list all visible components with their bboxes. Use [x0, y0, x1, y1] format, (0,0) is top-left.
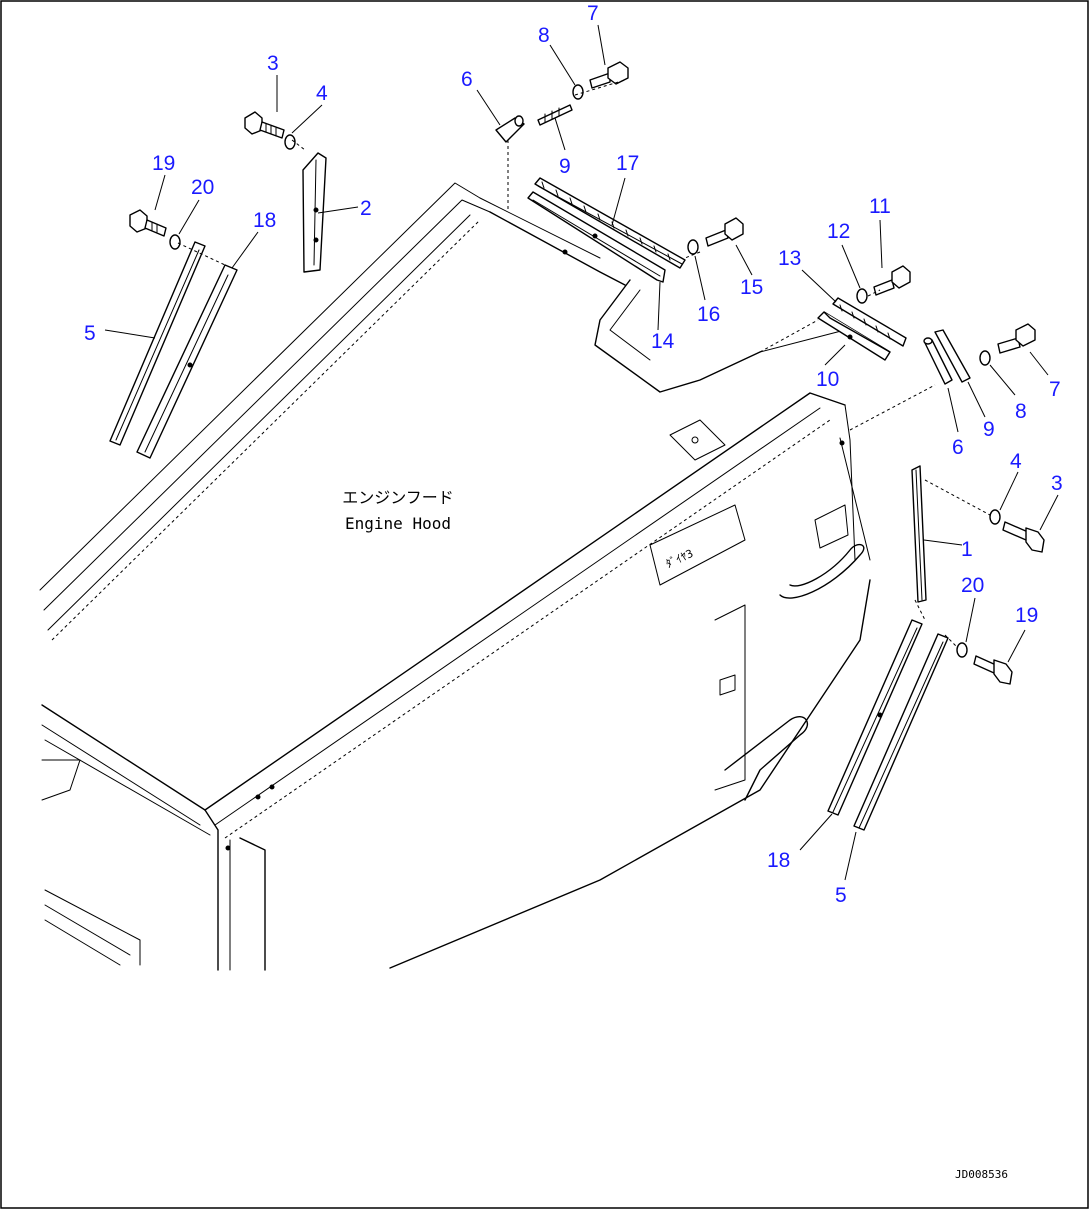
- drawing-code: JD008536: [955, 1168, 1008, 1181]
- part-12-washer: [856, 288, 868, 304]
- hood-label-en: Engine Hood: [345, 514, 451, 533]
- callout-20-right: 20: [961, 574, 984, 597]
- svg-text:ﾀﾞｲﾔ3: ﾀﾞｲﾔ3: [664, 547, 695, 571]
- part-2-plate: [302, 152, 327, 273]
- callout-labels: 7 8 6 9 17 3 4 2 19 20 18 5 11 12 13 15 …: [84, 2, 1063, 907]
- part-20-washer-left: [169, 234, 181, 250]
- engine-hood-body: ﾀﾞｲﾔ3: [39, 182, 871, 971]
- callout-9: 9: [559, 155, 571, 178]
- part-5-strip-left: [109, 241, 206, 446]
- part-6-sleeve-right: [923, 337, 953, 385]
- part-9-pin-right: [934, 329, 971, 383]
- callout-1: 1: [961, 538, 973, 561]
- callout-7-right: 7: [1049, 378, 1061, 401]
- callout-10: 10: [816, 368, 839, 391]
- callout-5: 5: [84, 322, 96, 345]
- part-4-washer-right: [989, 509, 1001, 525]
- callout-6: 6: [461, 68, 473, 91]
- callout-12: 12: [827, 220, 850, 243]
- callout-8: 8: [538, 24, 550, 47]
- part-19-bolt-left: [129, 209, 167, 237]
- callout-16: 16: [697, 303, 720, 326]
- part-8-washer-right: [979, 350, 991, 366]
- part-3-bolt-right: [1002, 521, 1045, 553]
- part-6-sleeve-top: [495, 115, 525, 143]
- leader-lines: [104, 24, 1059, 881]
- part-7-bolt-right: [997, 323, 1036, 354]
- callout-14: 14: [651, 330, 675, 353]
- callout-6-right: 6: [952, 436, 964, 459]
- part-14-channel: [527, 191, 666, 283]
- hood-label-jp: エンジンフード: [342, 488, 454, 507]
- callout-19-right: 19: [1015, 604, 1038, 627]
- part-1-plate: [911, 465, 927, 603]
- callout-20: 20: [191, 176, 214, 199]
- callout-8-right: 8: [1015, 400, 1027, 423]
- callout-19: 19: [152, 152, 175, 175]
- part-20-washer-right: [956, 642, 968, 658]
- callout-2: 2: [360, 197, 372, 220]
- part-15-bolt: [705, 217, 744, 247]
- part-7-bolt-top: [589, 61, 629, 89]
- callout-3-right: 3: [1051, 472, 1063, 495]
- part-16-washer: [687, 239, 699, 255]
- part-19-bolt-right: [973, 655, 1013, 685]
- callout-7: 7: [587, 2, 599, 25]
- callout-3: 3: [267, 52, 279, 75]
- part-11-bolt: [873, 265, 911, 296]
- part-18-strip-left: [136, 264, 238, 459]
- callout-18: 18: [253, 209, 276, 232]
- part-13-rail: [832, 297, 907, 347]
- part-3-bolt-upper-left: [244, 111, 285, 139]
- part-9-pin-top: [537, 104, 573, 126]
- callout-18-right: 18: [767, 849, 790, 872]
- part-5-strip-right: [853, 633, 949, 831]
- callout-5-right: 5: [835, 884, 847, 907]
- part-17-channel: [534, 177, 686, 269]
- callout-4-right: 4: [1010, 450, 1022, 473]
- part-4-washer-upper-left: [284, 134, 296, 150]
- callout-15: 15: [740, 276, 763, 299]
- part-8-washer-top: [572, 84, 584, 100]
- callout-4: 4: [316, 82, 328, 105]
- part-10-bracket: [817, 311, 891, 361]
- callout-13: 13: [778, 247, 801, 270]
- callout-9-right: 9: [983, 418, 995, 441]
- callout-11: 11: [869, 195, 891, 218]
- callout-17: 17: [616, 152, 639, 175]
- part-18-strip-right: [827, 619, 923, 816]
